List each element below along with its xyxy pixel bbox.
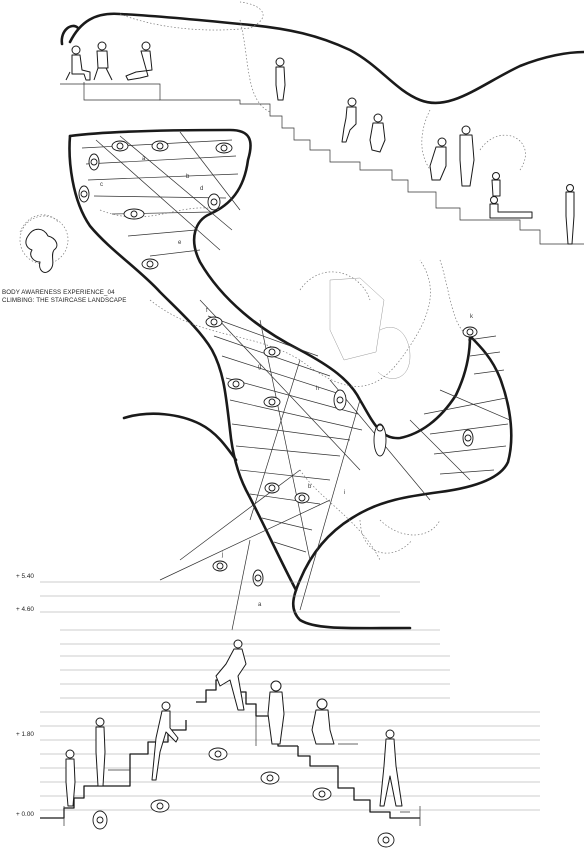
- plan-figure-h1: [264, 482, 280, 494]
- lower-ledges: [63, 716, 421, 826]
- lower-climbing-figure-1: [151, 701, 179, 781]
- plan-letter: a: [142, 156, 146, 162]
- standing-figure-upper-1: [275, 57, 286, 101]
- seated-figure-1: [65, 45, 91, 81]
- standing-figure-upper-4: [491, 172, 501, 197]
- plan-figure-b2: [78, 185, 90, 203]
- upper-stair-profile: [60, 83, 584, 245]
- upper-section: [60, 1, 584, 245]
- lower-plan-figure-5: [312, 787, 332, 801]
- upper-floor-curve: [60, 24, 80, 46]
- plan-diagonal-lines: [95, 131, 511, 631]
- level-label: + 4.60: [16, 606, 34, 613]
- plan-dotted-paths: [19, 207, 471, 561]
- plan-view: a b c d e f g h i j k a b: [19, 128, 513, 631]
- plan-figure-a1: [111, 140, 129, 152]
- upper-roof-curve: [68, 12, 584, 105]
- drawing-caption: BODY AWARENESS EXPERIENCE_04 CLIMBING: T…: [2, 289, 126, 305]
- lower-plan-figure-6: [377, 832, 395, 848]
- plan-letter: k: [470, 314, 474, 320]
- lower-plan-figure-1: [92, 810, 108, 830]
- plan-figure-a3: [215, 142, 233, 154]
- climbing-figure-upper: [341, 97, 357, 143]
- plan-figure-d1: [141, 258, 159, 270]
- plan-letter: j: [221, 552, 223, 558]
- standing-figure-upper-3: [459, 125, 475, 187]
- plan-figure-e2: [263, 346, 281, 358]
- plan-figure-f2: [373, 423, 387, 457]
- plan-letter: i: [344, 490, 345, 496]
- caption-title: BODY AWARENESS EXPERIENCE_04: [2, 289, 115, 296]
- lower-section: [40, 581, 540, 848]
- plan-outline-southwest: [122, 412, 238, 462]
- plan-figure-h2: [294, 492, 310, 504]
- plan-letter: h: [316, 386, 319, 392]
- plan-figure-f1: [333, 389, 347, 411]
- plan-letter: b: [308, 484, 312, 490]
- plan-faint-outline: [329, 277, 411, 379]
- plan-figure-e4: [263, 396, 281, 408]
- sitting-figure-step: [489, 196, 533, 219]
- plan-figure-g2: [462, 429, 474, 447]
- lower-standing-figure-3: [267, 680, 285, 745]
- plan-figure-i1: [212, 560, 228, 572]
- plan-outline-east: [291, 334, 513, 630]
- caption-subtitle: CLIMBING: THE STAIRCASE LANDSCAPE: [2, 297, 127, 304]
- crouching-figure-upper: [429, 137, 447, 181]
- plan-figure-a2: [151, 140, 169, 152]
- plan-letter: f: [206, 308, 208, 314]
- standing-figure-upper-2: [369, 113, 386, 153]
- upper-dotted-profile: [119, 1, 526, 181]
- plan-letter: c: [100, 182, 103, 188]
- standing-figure-right-edge: [565, 184, 575, 245]
- plan-outline-northwest: [68, 134, 298, 592]
- seated-figure-2: [93, 41, 113, 81]
- seated-figure-3: [125, 41, 153, 81]
- level-label: + 5.40: [16, 573, 34, 580]
- plan-letter: d: [200, 186, 203, 192]
- plan-figure-i2: [252, 569, 264, 587]
- left-plan-blob-figure: [19, 215, 69, 273]
- plan-figure-c1: [123, 208, 145, 220]
- lower-plan-figure-4: [260, 771, 280, 785]
- lower-seated-figure: [311, 698, 335, 745]
- lower-plan-figure-2: [150, 799, 170, 813]
- lower-standing-figure-2: [95, 717, 106, 787]
- level-label: + 0.00: [16, 811, 34, 818]
- plan-figure-e3: [227, 378, 245, 390]
- level-label: + 1.80: [16, 731, 34, 738]
- lower-walking-figure: [379, 729, 403, 807]
- plan-figure-e1: [205, 316, 223, 328]
- lower-plan-figure-3: [208, 747, 228, 761]
- lower-climbing-figure-2: [215, 639, 247, 711]
- lower-standing-figure-1: [65, 749, 76, 807]
- upper-bench: [83, 82, 160, 101]
- level-guide-lines: [40, 581, 540, 811]
- plan-outline-west: [68, 128, 472, 440]
- plan-letter: b: [186, 174, 190, 180]
- plan-letter: a: [258, 602, 262, 608]
- plan-letter: g: [258, 364, 261, 370]
- plan-figure-g1: [462, 326, 478, 338]
- plan-letter: e: [178, 240, 182, 246]
- plan-figure-c2: [207, 193, 221, 211]
- plan-figure-b1: [88, 153, 100, 171]
